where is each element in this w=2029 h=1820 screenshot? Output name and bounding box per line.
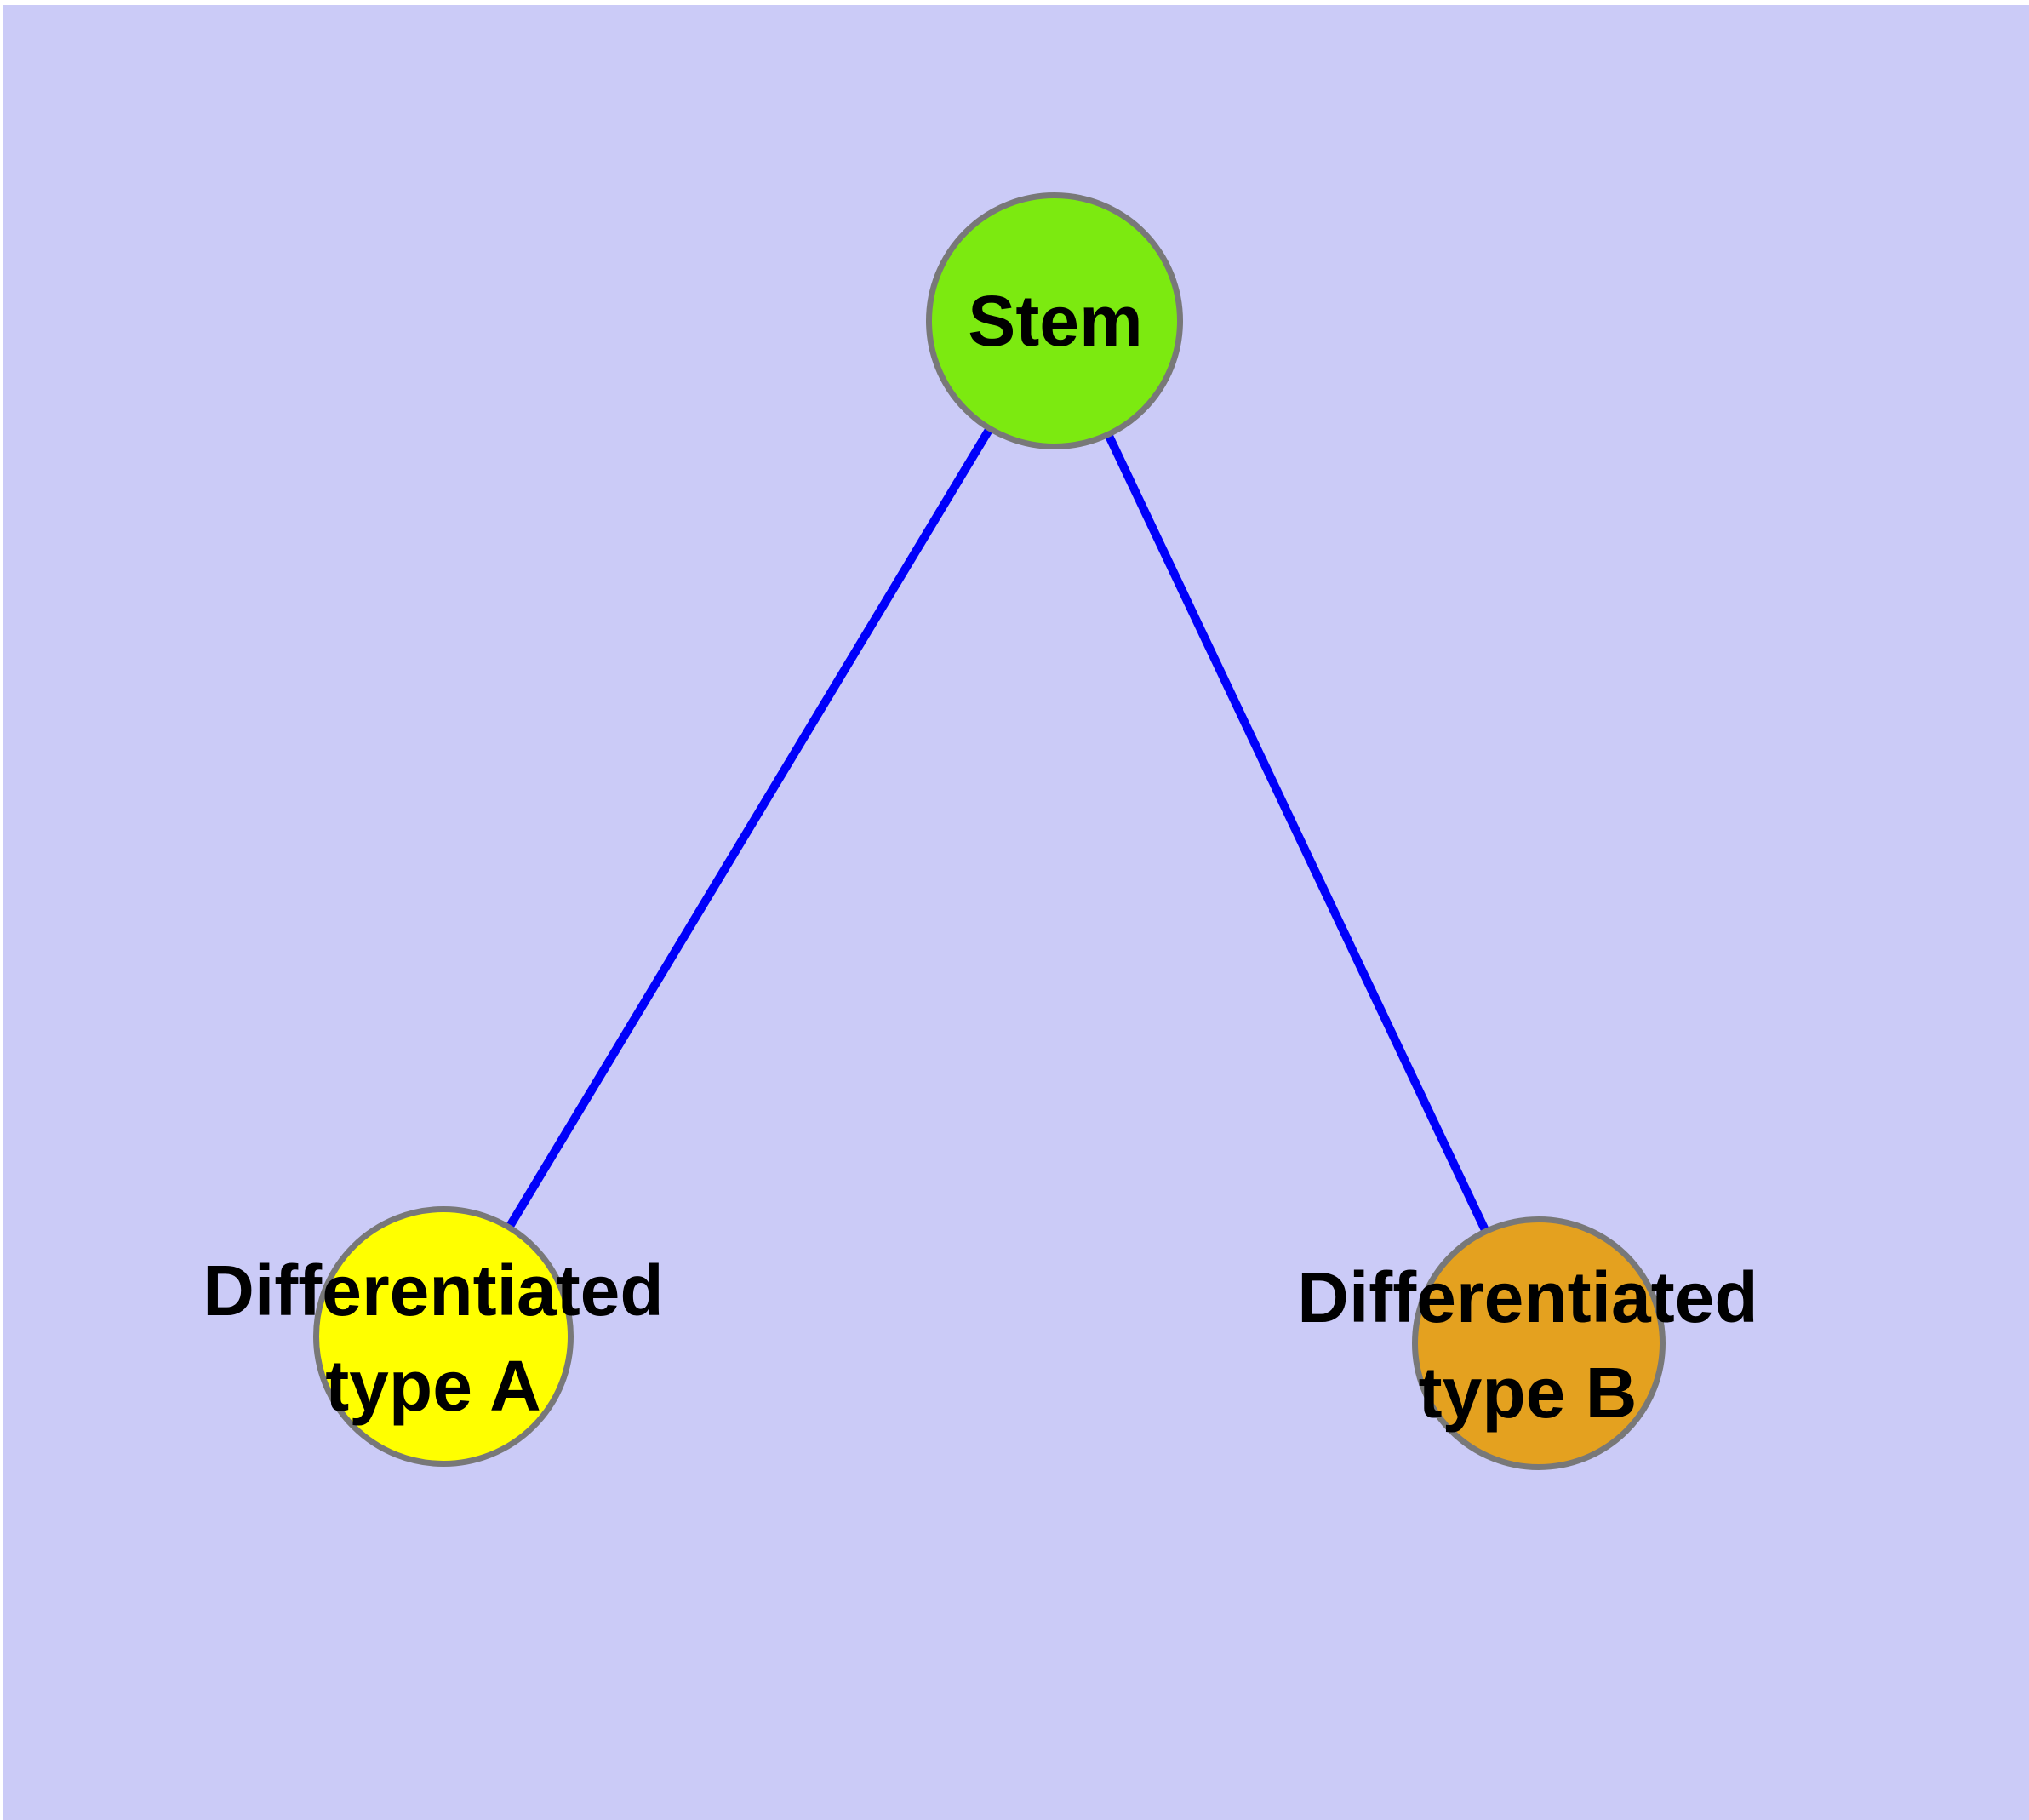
node-differentiated-type-b (1412, 1216, 1666, 1470)
node-differentiated-type-b-label: Differentiated type B (1297, 1257, 1758, 1433)
node-stem-label: Stem (968, 281, 1143, 361)
node-differentiated-type-a (313, 1206, 574, 1467)
graph-canvas: Stem Differentiated type A Differentiate… (3, 5, 2029, 1820)
node-stem (926, 192, 1183, 449)
edge-stem-to-typeB (1050, 318, 1543, 1346)
edges-layer (439, 318, 1543, 1346)
edge-stem-to-typeA (439, 318, 1059, 1339)
node-differentiated-type-a-label: Differentiated type A (203, 1251, 664, 1426)
